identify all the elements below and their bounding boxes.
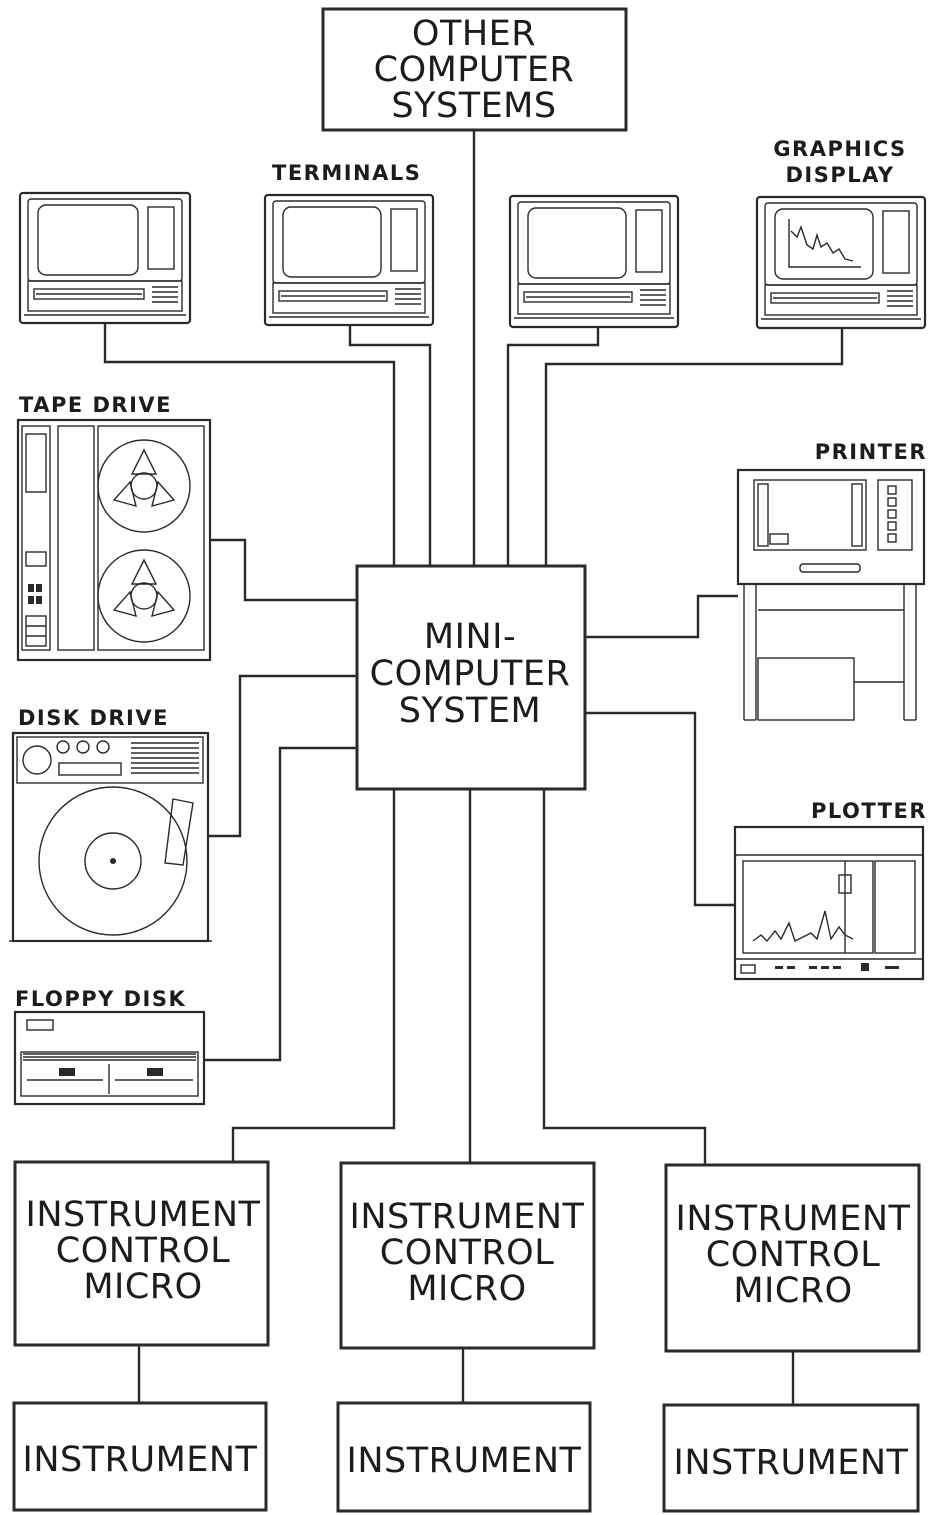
other-systems-line-2: COMPUTER <box>374 50 575 90</box>
printer <box>738 470 924 720</box>
mini-computer-line-2: COMPUTER <box>370 654 571 694</box>
disk-drive-label: DISK DRIVE <box>18 706 169 730</box>
connector-printer <box>585 596 738 637</box>
connector-micro-1 <box>233 790 394 1162</box>
instrument-control-micro-1: INSTRUMENT CONTROL MICRO <box>15 1162 268 1345</box>
other-systems-line-3: SYSTEMS <box>391 86 556 126</box>
instrument-control-micro-2: INSTRUMENT CONTROL MICRO <box>341 1163 594 1348</box>
tape-drive <box>18 420 210 660</box>
mini-computer-line-1: MINI- <box>424 617 516 657</box>
connector-disk-drive <box>208 676 358 836</box>
graphics-label-line-2: DISPLAY <box>785 163 894 187</box>
disk-drive <box>9 733 212 941</box>
instrument-1-label: INSTRUMENT <box>23 1440 258 1480</box>
floppy-disk <box>15 1012 204 1104</box>
instrument-control-micro-3: INSTRUMENT CONTROL MICRO <box>666 1165 919 1351</box>
terminals-label: TERMINALS <box>272 161 421 185</box>
graphics-display <box>757 197 925 328</box>
instrument-3-label: INSTRUMENT <box>674 1443 909 1483</box>
vent-grille <box>131 743 199 773</box>
micro-2-line-3: MICRO <box>407 1269 526 1309</box>
printer-label: PRINTER <box>815 440 927 464</box>
micro-1-line-1: INSTRUMENT <box>26 1195 261 1235</box>
plotter-label: PLOTTER <box>811 799 927 823</box>
plotter <box>735 827 923 979</box>
floppy-disk-label: FLOPPY DISK <box>15 987 186 1011</box>
tape-drive-label: TAPE DRIVE <box>19 393 172 417</box>
micro-1-line-3: MICRO <box>83 1267 202 1307</box>
connector-tape-drive <box>210 540 358 600</box>
other-computer-systems-box: OTHER COMPUTER SYSTEMS <box>323 9 626 130</box>
connector-plotter <box>585 713 736 905</box>
micro-2-line-2: CONTROL <box>380 1233 554 1273</box>
terminal-1 <box>20 193 190 323</box>
graphics-label-line-1: GRAPHICS <box>773 137 906 161</box>
mini-computer-system-box: MINI- COMPUTER SYSTEM <box>357 566 585 789</box>
terminal-2 <box>265 195 433 325</box>
micro-3-line-1: INSTRUMENT <box>676 1199 911 1239</box>
instrument-2: INSTRUMENT <box>338 1403 590 1511</box>
instrument-3: INSTRUMENT <box>664 1405 918 1511</box>
other-systems-line-1: OTHER <box>412 14 536 54</box>
micro-3-line-2: CONTROL <box>706 1235 880 1275</box>
instrument-1: INSTRUMENT <box>14 1403 266 1510</box>
micro-3-line-3: MICRO <box>733 1271 852 1311</box>
connector-floppy-disk <box>204 748 358 1060</box>
mini-computer-line-3: SYSTEM <box>399 691 542 731</box>
terminal-3 <box>510 196 678 327</box>
micro-2-line-1: INSTRUMENT <box>350 1197 585 1237</box>
instrument-2-label: INSTRUMENT <box>347 1441 582 1481</box>
connector-micro-3 <box>544 790 705 1165</box>
micro-1-line-2: CONTROL <box>56 1231 230 1271</box>
